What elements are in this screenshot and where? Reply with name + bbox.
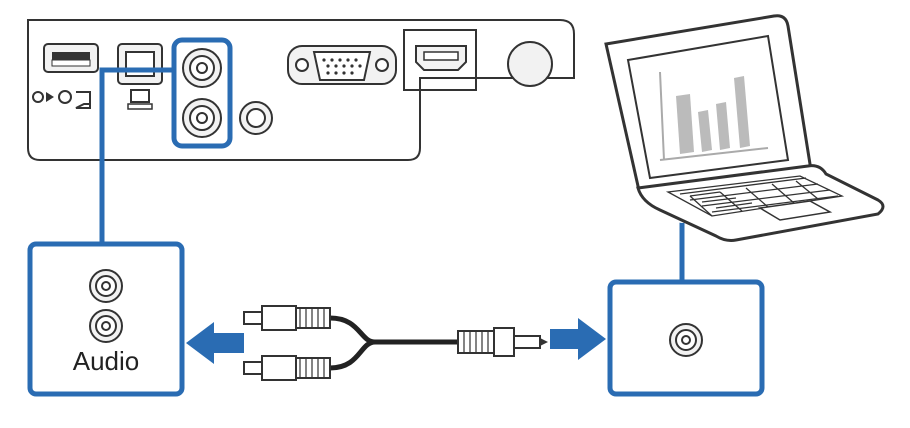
audio-cable — [243, 305, 548, 381]
computer-icon — [127, 89, 153, 110]
arrow-right-icon — [550, 318, 606, 360]
rca-jack-icon — [182, 48, 222, 88]
usb-a-port-icon — [43, 43, 99, 73]
audio-output-detail-box — [607, 279, 765, 397]
chart-graphic — [659, 71, 769, 161]
vga-port-icon — [287, 45, 397, 85]
keyboard — [665, 175, 845, 217]
round-port-icon — [507, 41, 553, 87]
connector-line-left — [99, 67, 174, 244]
rca-jack-icon — [182, 98, 222, 138]
hdmi-port-icon — [403, 29, 477, 91]
projector-rear-panel — [27, 19, 575, 161]
laptop-icon — [604, 14, 885, 242]
rca-jack-icon — [239, 101, 273, 135]
audio-port-highlight — [171, 37, 233, 149]
audio-input-detail-box — [27, 241, 185, 397]
usb-symbol-icon — [32, 90, 91, 109]
usb-b-port-icon — [117, 43, 163, 85]
touchpad — [757, 200, 833, 221]
audio-label: Audio — [72, 346, 140, 376]
arrow-left-icon — [186, 322, 244, 364]
